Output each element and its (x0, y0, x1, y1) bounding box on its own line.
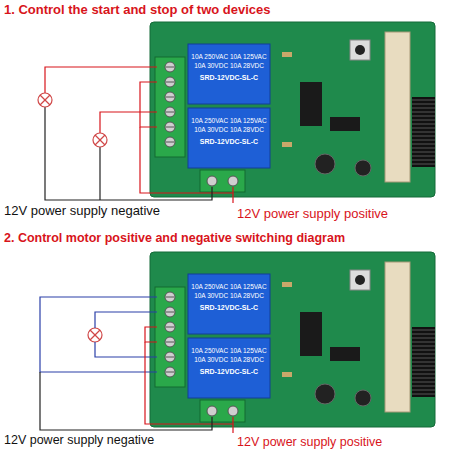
power-label: 12V power supply positive (237, 207, 388, 221)
power-label: 12V power supply negative (4, 204, 160, 218)
relay-rating: 10A 250VAC 10A 125VAC (191, 118, 266, 125)
power-label: 12V power supply negative (4, 434, 154, 447)
section-heading: 2. Control motor positive and negative s… (4, 232, 345, 245)
section-heading: 1. Control the start and stop of two dev… (4, 3, 271, 17)
relay-rating: 10A 30VDC 10A 28VDC (194, 357, 264, 364)
relay-rating: SRD-12VDC-SL-C (200, 74, 258, 81)
relay-rating: 10A 250VAC 10A 125VAC (191, 348, 266, 355)
relay-rating: 10A 30VDC 10A 28VDC (194, 63, 264, 70)
relay-rating: 10A 30VDC 10A 28VDC (194, 127, 264, 134)
relay-rating: SRD-12VDC-SL-C (200, 138, 258, 145)
power-label: 12V power supply positive (237, 436, 382, 449)
relay-rating: 10A 250VAC 10A 125VAC (191, 284, 266, 291)
relay-rating: 10A 30VDC 10A 28VDC (194, 293, 264, 300)
relay-rating: SRD-12VDC-SL-C (200, 304, 258, 311)
relay-rating: 10A 250VAC 10A 125VAC (191, 54, 266, 61)
relay-rating: SRD-12VDC-SL-C (200, 368, 258, 375)
